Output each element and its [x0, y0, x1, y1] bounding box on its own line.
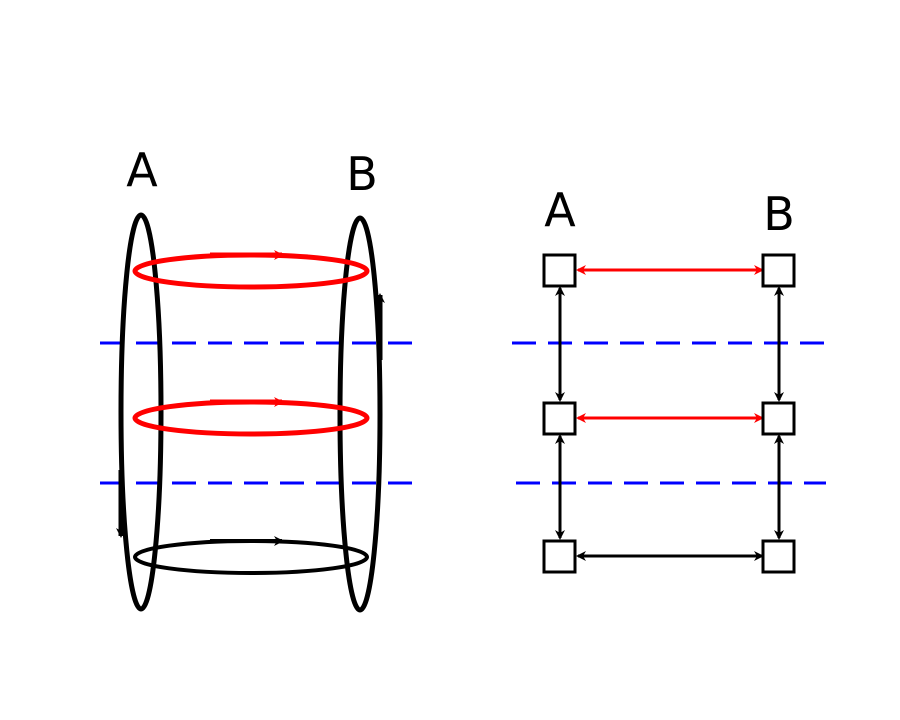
right-node-a1 [542, 253, 577, 288]
left-vertical-loop-a [118, 212, 164, 612]
right-node-a3 [542, 539, 577, 574]
left-horizontal-loop-top [132, 252, 370, 290]
left-horizontal-loop-bottom [133, 539, 369, 575]
left-label-b: B [346, 147, 378, 201]
left-horizontal-loop-middle [132, 399, 370, 437]
left-vertical-loop-b [337, 215, 383, 613]
right-node-a2 [542, 401, 577, 436]
left-panel: A B [100, 143, 412, 613]
left-label-a: A [126, 143, 158, 197]
right-node-b3 [761, 539, 796, 574]
right-panel: A B [512, 183, 826, 574]
right-label-b: B [763, 187, 795, 241]
right-label-a: A [544, 183, 576, 237]
right-node-b1 [761, 253, 796, 288]
right-node-b2 [761, 401, 796, 436]
